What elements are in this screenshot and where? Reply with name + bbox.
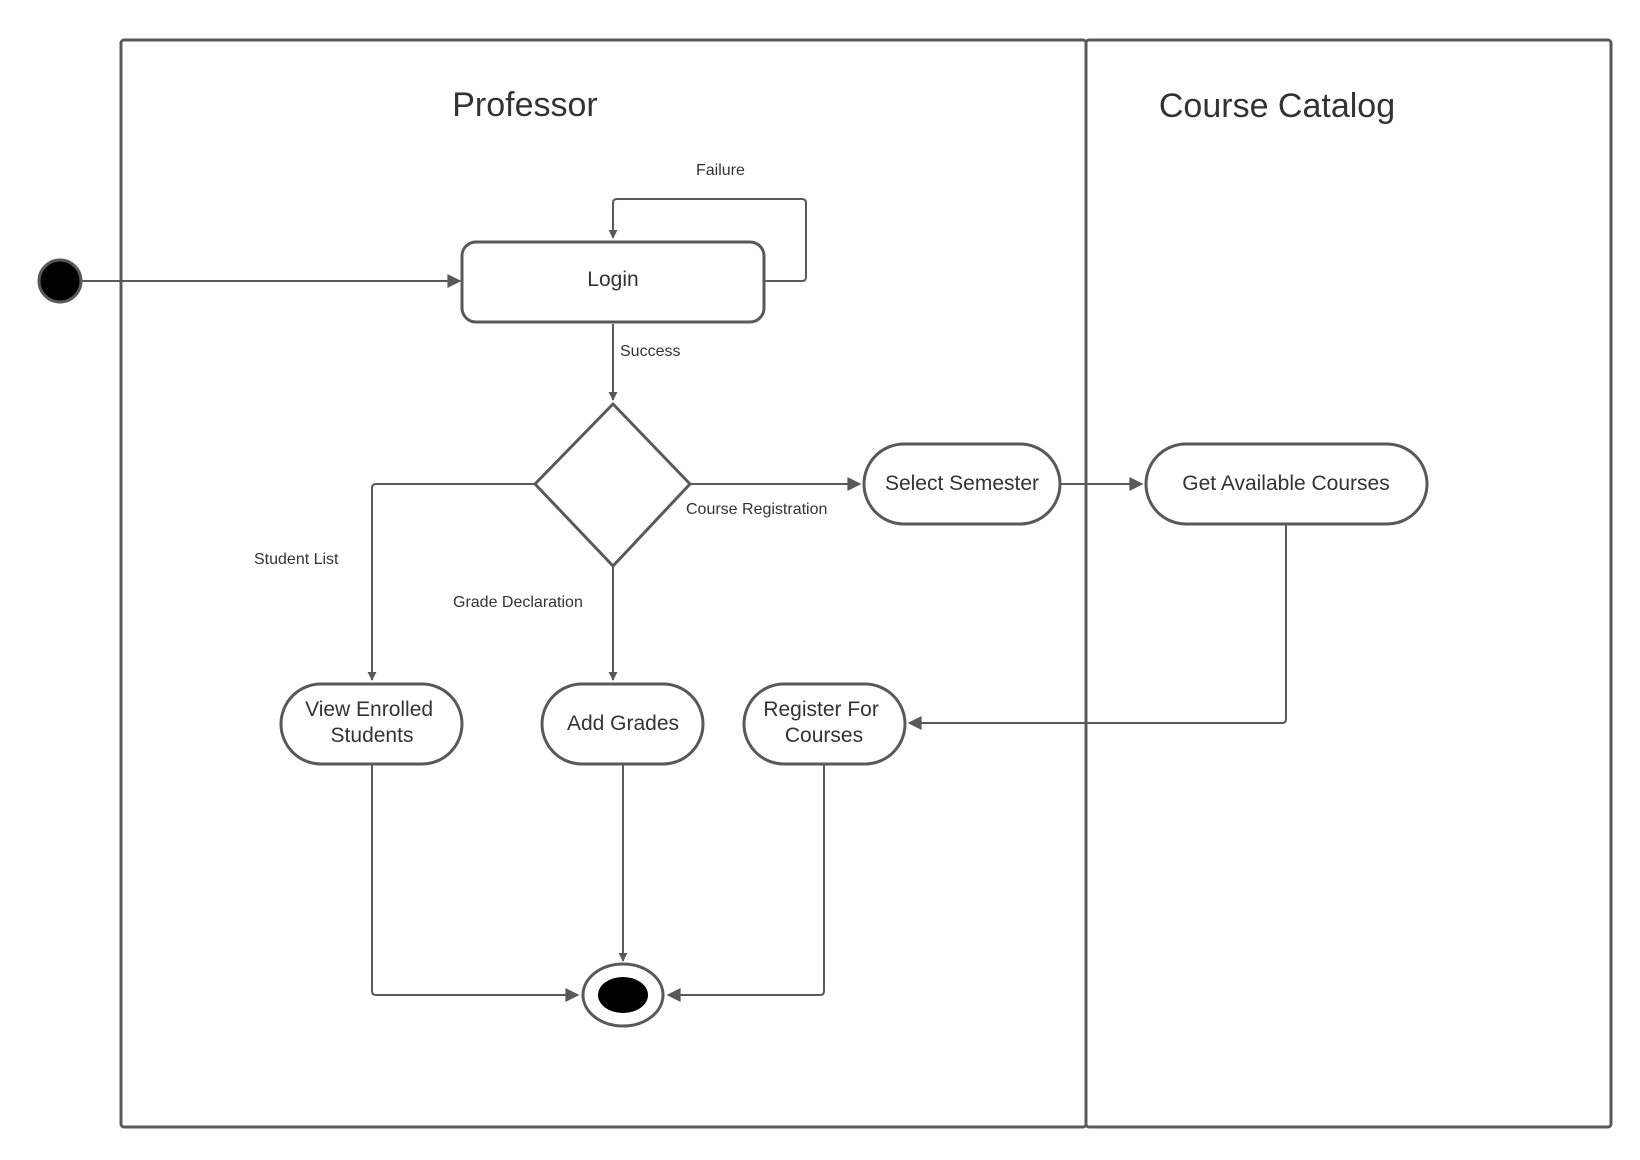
- edge-register-to-end: [666, 764, 825, 1002]
- get-available-courses-label: Get Available Courses: [1182, 472, 1389, 495]
- edge-student-list: [367, 483, 535, 681]
- register-for-courses-line1: Register For: [763, 698, 879, 721]
- success-label: Success: [620, 343, 680, 360]
- professor-lane: [119, 38, 1088, 1129]
- course-catalog-lane: [1084, 38, 1613, 1129]
- initial-node: [37, 258, 83, 304]
- login-label: Login: [587, 268, 638, 291]
- register-for-courses-line2: Courses: [785, 724, 863, 747]
- professor-lane-title: Professor: [452, 86, 598, 124]
- failure-label: Failure: [696, 162, 745, 179]
- select-semester-label: Select Semester: [885, 472, 1039, 495]
- edge-view-students-to-end: [371, 764, 580, 1002]
- view-enrolled-students-line2: Students: [331, 724, 414, 747]
- add-grades-label: Add Grades: [567, 712, 679, 735]
- course-registration-label: Course Registration: [686, 501, 827, 518]
- edge-failure-loop: [608, 198, 807, 282]
- view-enrolled-students-line1: View Enrolled: [305, 698, 433, 721]
- view-enrolled-students-label: View Enrolled Students: [305, 698, 439, 747]
- register-for-courses-label: Register For Courses: [763, 698, 884, 747]
- decision-node: [533, 402, 692, 568]
- student-list-label: Student List: [254, 551, 339, 568]
- edge-courses-to-register: [907, 524, 1287, 730]
- grade-declaration-label: Grade Declaration: [453, 594, 583, 611]
- final-node-core: [598, 977, 648, 1013]
- course-catalog-lane-title: Course Catalog: [1159, 87, 1395, 125]
